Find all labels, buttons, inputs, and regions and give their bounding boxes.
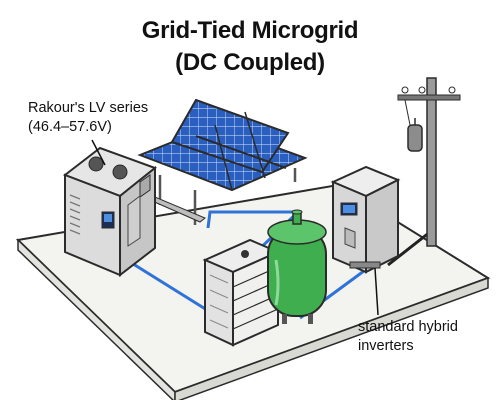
inverter-label: standard hybrid inverters [358,318,458,356]
battery-cabinet-icon [62,146,158,278]
inverter-icon [330,165,401,274]
utility-pole-icon [397,77,461,247]
leader-battery [91,139,106,166]
battery-label-line1: Rakour's LV series [28,100,149,116]
leader-inverter [374,267,379,316]
inverter-label-line2: inverters [358,338,414,354]
diagram-title-line1: Grid-Tied Microgrid [141,17,359,44]
cable-battery-to-rack [129,260,216,317]
battery-label-line2: (46.4–57.6V) [28,119,112,135]
diagram-title-line2: (DC Coupled) [175,49,325,76]
battery-label: Rakour's LV series (46.4–57.6V) [28,99,148,137]
inverter-label-line1: standard hybrid [358,319,458,335]
storage-tank-icon [267,209,327,324]
solar-panel-icon [137,98,308,225]
